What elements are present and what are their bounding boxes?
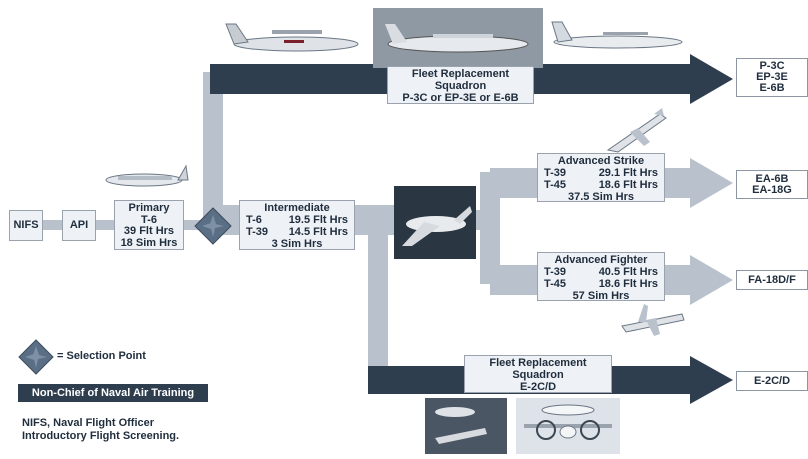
connector-up xyxy=(203,72,223,224)
aircraft-photo-e2-front xyxy=(516,398,620,454)
destination-strike-item: EA-18G xyxy=(737,185,807,196)
advanced-strike-title: Advanced Strike xyxy=(538,155,664,167)
legend-non-cnatra: Non-Chief of Naval Air Training xyxy=(18,384,208,402)
connector-api-primary xyxy=(96,220,114,230)
destination-fighter: FA-18D/F xyxy=(736,270,808,290)
intermediate-row-aircraft: T-39 xyxy=(246,226,268,238)
frs-bottom-line1: Fleet Replacement xyxy=(465,357,611,369)
destination-bottom: E-2C/D xyxy=(736,371,808,391)
nifs-label: NIFS xyxy=(13,219,38,231)
advanced-fighter-row: T-45 18.6 Flt Hrs xyxy=(538,278,664,290)
intermediate-row-aircraft: T-6 xyxy=(246,214,262,226)
intermediate-title: Intermediate xyxy=(240,202,354,214)
legend-selection-point: = Selection Point xyxy=(57,350,146,362)
frs-top-line2: Squadron xyxy=(388,80,533,92)
destination-bottom-label: E-2C/D xyxy=(754,375,790,387)
aircraft-photo-ep3e xyxy=(373,8,543,68)
connector-down xyxy=(368,228,388,388)
legend-footnote-line1: NIFS, Naval Flight Officer xyxy=(22,417,179,430)
frs-top-box: Fleet Replacement Squadron P-3C or EP-3E… xyxy=(387,66,534,104)
aircraft-photo-e2-flight xyxy=(425,398,507,454)
connector-nifs-api xyxy=(42,220,62,230)
destination-fighter-label: FA-18D/F xyxy=(748,274,796,286)
intermediate-row-hours: 14.5 Flt Hrs xyxy=(289,226,348,238)
advanced-fighter-row-hours: 40.5 Flt Hrs xyxy=(599,266,658,278)
primary-flt-hours: 39 Flt Hrs xyxy=(115,226,183,238)
advanced-fighter-row: T-39 40.5 Flt Hrs xyxy=(538,266,664,278)
aircraft-photo-t6 xyxy=(98,156,190,200)
intermediate-box: Intermediate T-6 19.5 Flt Hrs T-39 14.5 … xyxy=(239,200,355,250)
legend-footnote-line2: Introductory Flight Screening. xyxy=(22,430,179,443)
aircraft-photo-t39 xyxy=(394,186,476,259)
advanced-fighter-sim-hours: 57 Sim Hrs xyxy=(538,290,664,302)
intermediate-row: T-39 14.5 Flt Hrs xyxy=(240,226,354,238)
destination-top-item: E-6B xyxy=(737,83,807,94)
intermediate-row-hours: 19.5 Flt Hrs xyxy=(289,214,348,226)
aircraft-photo-p3c xyxy=(222,12,370,62)
destination-top: P-3C EP-3E E-6B xyxy=(736,58,808,97)
advanced-strike-sim-hours: 37.5 Sim Hrs xyxy=(538,191,664,203)
api-label: API xyxy=(70,219,88,231)
primary-title: Primary xyxy=(115,203,183,215)
legend-diamond-icon xyxy=(18,339,54,375)
advanced-fighter-row-aircraft: T-45 xyxy=(544,278,566,290)
advanced-fighter-row-aircraft: T-39 xyxy=(544,266,566,278)
diamond-icon xyxy=(194,207,232,245)
advanced-fighter-row-hours: 18.6 Flt Hrs xyxy=(599,278,658,290)
advanced-strike-box: Advanced Strike T-39 29.1 Flt Hrs T-45 1… xyxy=(537,153,665,202)
intermediate-row: T-6 19.5 Flt Hrs xyxy=(240,214,354,226)
advanced-fighter-box: Advanced Fighter T-39 40.5 Flt Hrs T-45 … xyxy=(537,252,665,301)
api-box: API xyxy=(62,210,96,241)
primary-sim-hours: 18 Sim Hrs xyxy=(115,238,183,250)
advanced-strike-row: T-45 18.6 Flt Hrs xyxy=(538,179,664,191)
advanced-strike-row-aircraft: T-39 xyxy=(544,167,566,179)
advanced-strike-row-hours: 18.6 Flt Hrs xyxy=(599,179,658,191)
aircraft-photo-e6b xyxy=(548,14,686,56)
nifs-box: NIFS xyxy=(9,210,43,241)
frs-bottom-line3: E-2C/D xyxy=(465,381,611,393)
advanced-strike-row-aircraft: T-45 xyxy=(544,179,566,191)
aircraft-photo-t45-strike xyxy=(604,106,670,156)
legend-footnote: NIFS, Naval Flight Officer Introductory … xyxy=(22,417,179,443)
frs-bottom-box: Fleet Replacement Squadron E-2C/D xyxy=(464,355,612,393)
advanced-strike-row: T-39 29.1 Flt Hrs xyxy=(538,167,664,179)
frs-bottom-line2: Squadron xyxy=(465,369,611,381)
advanced-strike-row-hours: 29.1 Flt Hrs xyxy=(599,167,658,179)
primary-box: Primary T-6 39 Flt Hrs 18 Sim Hrs xyxy=(114,200,184,250)
frs-top-line1: Fleet Replacement xyxy=(388,68,533,80)
intermediate-sim-hours: 3 Sim Hrs xyxy=(240,238,354,250)
frs-top-line3: P-3C or EP-3E or E-6B xyxy=(388,92,533,104)
destination-strike: EA-6B EA-18G xyxy=(736,170,808,199)
advanced-fighter-title: Advanced Fighter xyxy=(538,254,664,266)
